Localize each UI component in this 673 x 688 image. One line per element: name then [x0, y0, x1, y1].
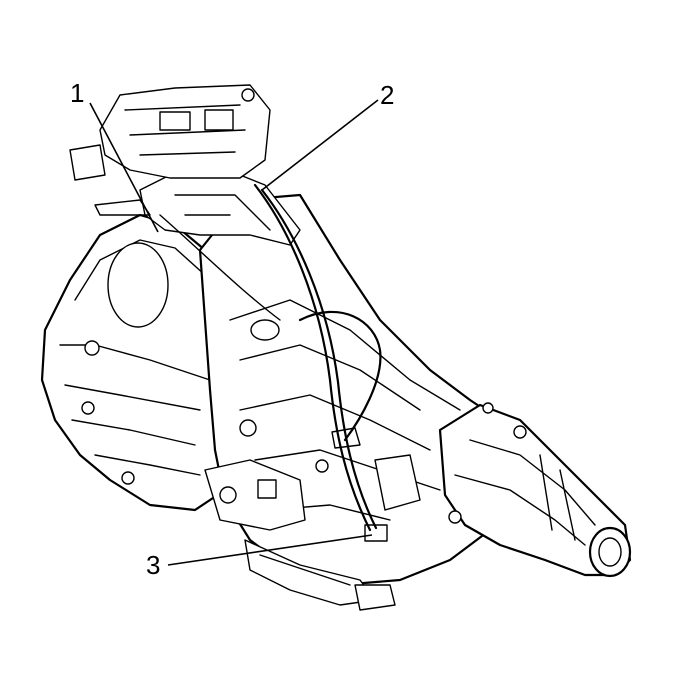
oil-pan — [244, 539, 376, 606]
callout-label-3: 3 — [146, 550, 160, 580]
leader-lines — [89, 99, 379, 566]
callout-label-1: 1 — [70, 78, 84, 108]
side-component — [204, 459, 306, 531]
leader-line-1 — [89, 102, 159, 233]
main-case — [198, 193, 512, 587]
leader-line-2 — [261, 99, 379, 191]
callout-labels: 1 2 3 — [70, 78, 394, 580]
transmission-illustration — [40, 84, 632, 611]
lower-connector — [354, 584, 396, 611]
callout-label-2: 2 — [380, 80, 394, 110]
wiring-harness — [253, 183, 372, 532]
side-bracket — [374, 454, 421, 511]
leader-line-3 — [167, 534, 373, 566]
